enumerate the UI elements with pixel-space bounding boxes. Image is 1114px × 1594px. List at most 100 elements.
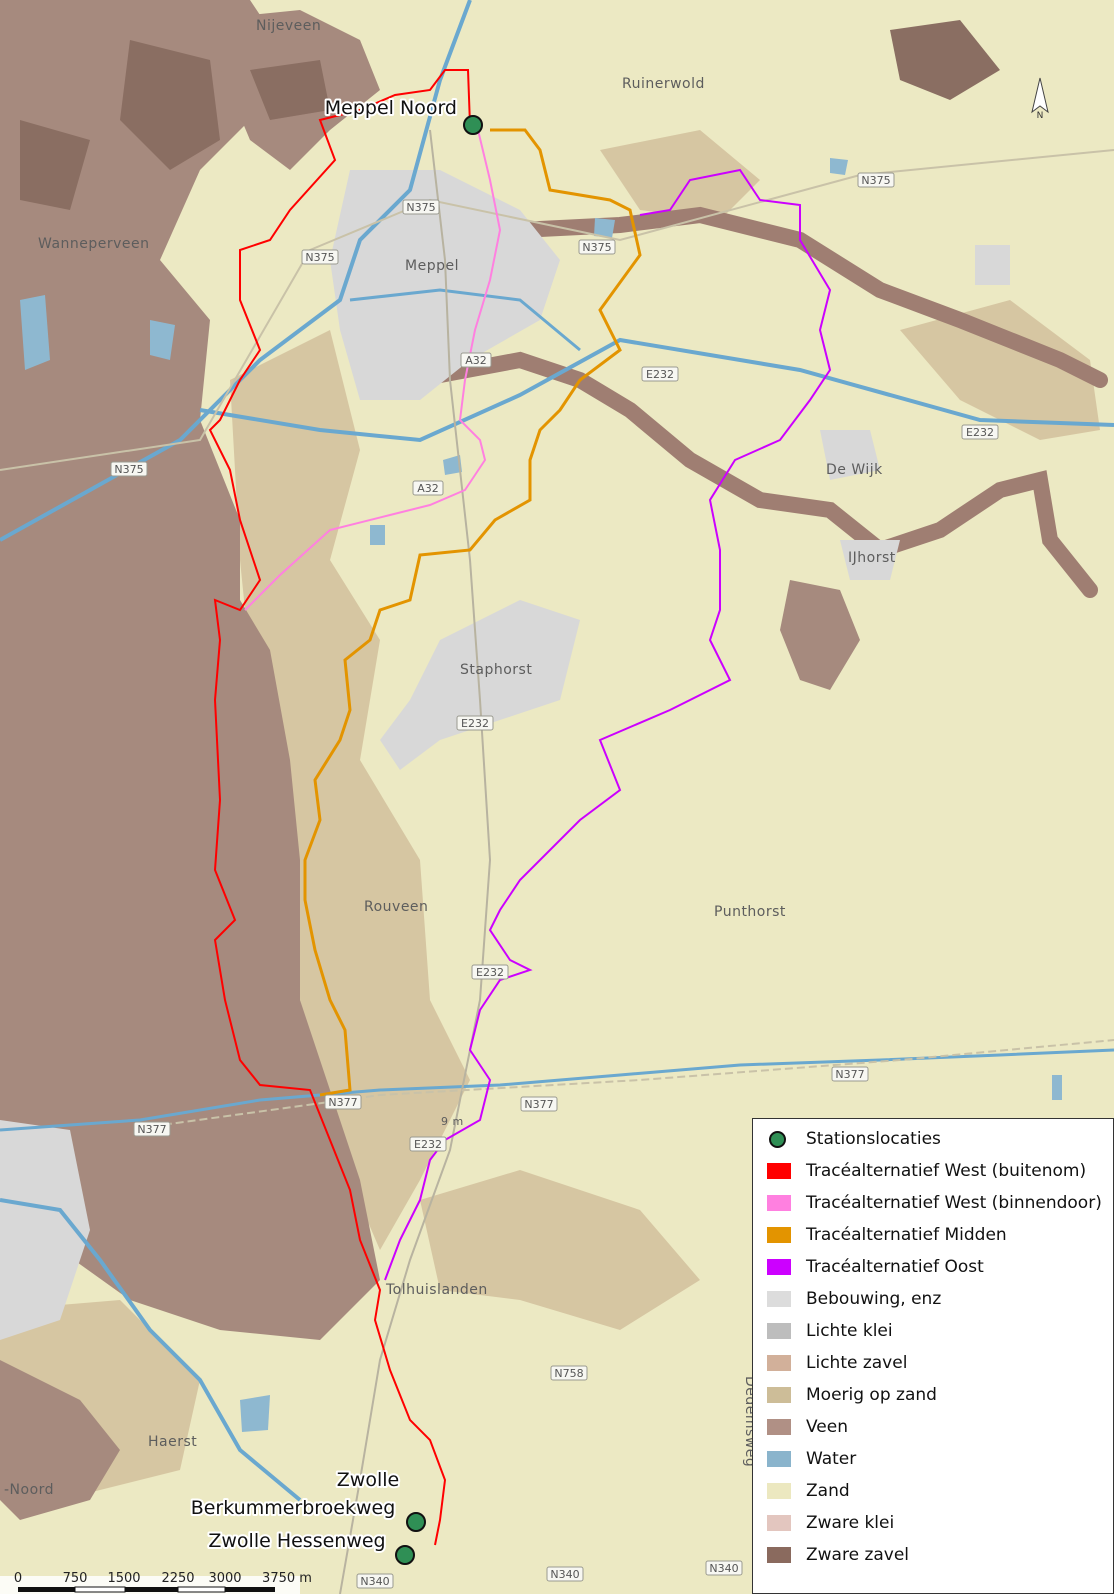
spot-height: 9 m — [441, 1115, 464, 1128]
legend-swatch — [767, 1515, 791, 1531]
svg-text:N377: N377 — [137, 1123, 166, 1136]
station-label-halo: Meppel Noord — [325, 97, 457, 119]
place-label-de-wijk: De Wijk — [826, 462, 883, 478]
scale-tick-label: 3750 m — [262, 1571, 312, 1586]
legend-label: Bebouwing, enz — [806, 1289, 942, 1309]
svg-text:N375: N375 — [582, 241, 611, 254]
road-a32 — [339, 129, 492, 1594]
legend-item: Tracéalternatief West (buitenom) — [753, 1155, 1113, 1187]
station-marker-zwolle-berkummerbroekweg[interactable] — [406, 1512, 426, 1532]
legend-label: Tracéalternatief West (binnendoor) — [806, 1193, 1102, 1213]
legend-label: Lichte zavel — [806, 1353, 908, 1373]
legend-item: Stationslocaties — [753, 1123, 1113, 1155]
legend-swatch — [767, 1323, 791, 1339]
road-shield: N377 — [520, 1096, 558, 1112]
svg-text:N340: N340 — [360, 1575, 389, 1588]
road-shield: N340 — [705, 1560, 743, 1576]
route-oost — [384, 168, 832, 1281]
legend-swatch — [767, 1387, 791, 1403]
soil-veen — [780, 580, 860, 690]
soil-moerig-op-zand — [600, 130, 760, 220]
station-dot-icon — [769, 1130, 786, 1148]
legend-label: Zware klei — [806, 1513, 895, 1533]
place-label-staphorst: Staphorst — [460, 662, 532, 678]
svg-text:E232: E232 — [646, 368, 674, 381]
road-shield: N340 — [356, 1573, 394, 1589]
water-body — [830, 158, 848, 175]
svg-text:N375: N375 — [861, 174, 890, 187]
soil-zware-zavel — [890, 20, 1000, 100]
legend-label: Tracéalternatief West (buitenom) — [806, 1161, 1087, 1181]
station-label-zwolle-hessenweg: Zwolle Hessenweg — [208, 1530, 385, 1552]
legend-label: Zand — [806, 1481, 850, 1501]
legend-label: Stationslocaties — [806, 1129, 941, 1149]
route-west-binnendoor — [244, 129, 502, 611]
legend-label: Water — [806, 1449, 857, 1469]
scale-bar: 0 750 1500 2250 3000 3750 m — [0, 1571, 312, 1594]
water-body — [20, 295, 50, 370]
legend-item: Tracéalternatief Oost — [753, 1251, 1113, 1283]
svg-text:N340: N340 — [709, 1562, 738, 1575]
legend-swatch — [767, 1451, 791, 1467]
soil-zware-zavel — [250, 60, 330, 120]
scale-tick-label: 3000 — [208, 1571, 241, 1586]
legend-label: Moerig op zand — [806, 1385, 937, 1405]
legend-label: Tracéalternatief Oost — [806, 1257, 984, 1277]
north-arrow-icon — [1031, 77, 1049, 114]
legend-item: Zware klei — [753, 1507, 1113, 1539]
built-up-east — [975, 245, 1010, 285]
legend-swatch — [767, 1227, 791, 1243]
route-west-buitenom — [208, 69, 471, 1546]
legend-item: Water — [753, 1443, 1113, 1475]
soil-moerig-op-zand — [230, 330, 470, 1250]
svg-text:N375: N375 — [406, 201, 435, 214]
water-body — [370, 525, 385, 545]
legend-swatch — [767, 1547, 791, 1563]
svg-text:E232: E232 — [414, 1138, 442, 1151]
legend-label: Veen — [806, 1417, 849, 1437]
river — [0, 1198, 302, 1502]
water-body — [594, 218, 615, 238]
place-label-haerst: Haerst — [148, 1434, 197, 1450]
legend-item: Veen — [753, 1411, 1113, 1443]
route-midden — [303, 128, 642, 1097]
road-shield: N375 — [110, 461, 148, 477]
road-shield: N375 — [301, 249, 339, 265]
legend-item: Zware zavel — [753, 1539, 1113, 1571]
svg-text:A32: A32 — [465, 354, 487, 367]
legend-swatch — [767, 1483, 791, 1499]
station-label-meppel-noord: Meppel Noord — [325, 97, 457, 119]
river — [349, 288, 581, 352]
soil-zware-zavel — [120, 40, 220, 170]
road-shield: N375 — [402, 199, 440, 215]
legend-swatch — [767, 1355, 791, 1371]
station-label-halo: Zwolle Hessenweg — [208, 1530, 385, 1552]
place-label-rouveen: Rouveen — [364, 899, 428, 915]
river — [199, 337, 1114, 443]
svg-text:N377: N377 — [835, 1068, 864, 1081]
road-shields: N375 N375 N375 N375 N375 A32 A32 E232 E2… — [110, 172, 999, 1589]
station-label-halo: Zwolle — [337, 1469, 399, 1491]
place-label-tolhuislanden: Tolhuislanden — [385, 1282, 488, 1298]
place-label-ijhorst: IJhorst — [848, 550, 896, 566]
station-marker-meppel-noord[interactable] — [463, 115, 483, 135]
road-shield: E232 — [471, 964, 509, 980]
road-shield: E232 — [641, 366, 679, 382]
station-label-zwolle-berkummerbroekweg-line2: Berkummerbroekweg — [191, 1497, 396, 1519]
road-shield: N758 — [550, 1365, 588, 1381]
svg-text:N758: N758 — [554, 1367, 583, 1380]
place-label-noord: -Noord — [4, 1482, 54, 1498]
station-marker-zwolle-hessenweg[interactable] — [395, 1545, 415, 1565]
legend-item: Tracéalternatief West (binnendoor) — [753, 1187, 1113, 1219]
scale-tick-label: 750 — [63, 1571, 88, 1586]
road-shield: A32 — [412, 480, 444, 496]
road-shield: N377 — [324, 1094, 362, 1110]
place-label-nijeveen: Nijeveen — [256, 18, 321, 34]
stations: Meppel Noord Meppel Noord Zwolle Zwolle … — [189, 95, 483, 1565]
road-shield: N377 — [133, 1121, 171, 1137]
svg-text:E232: E232 — [966, 426, 994, 439]
place-label-punthorst: Punthorst — [714, 904, 786, 920]
water-body — [443, 455, 462, 475]
